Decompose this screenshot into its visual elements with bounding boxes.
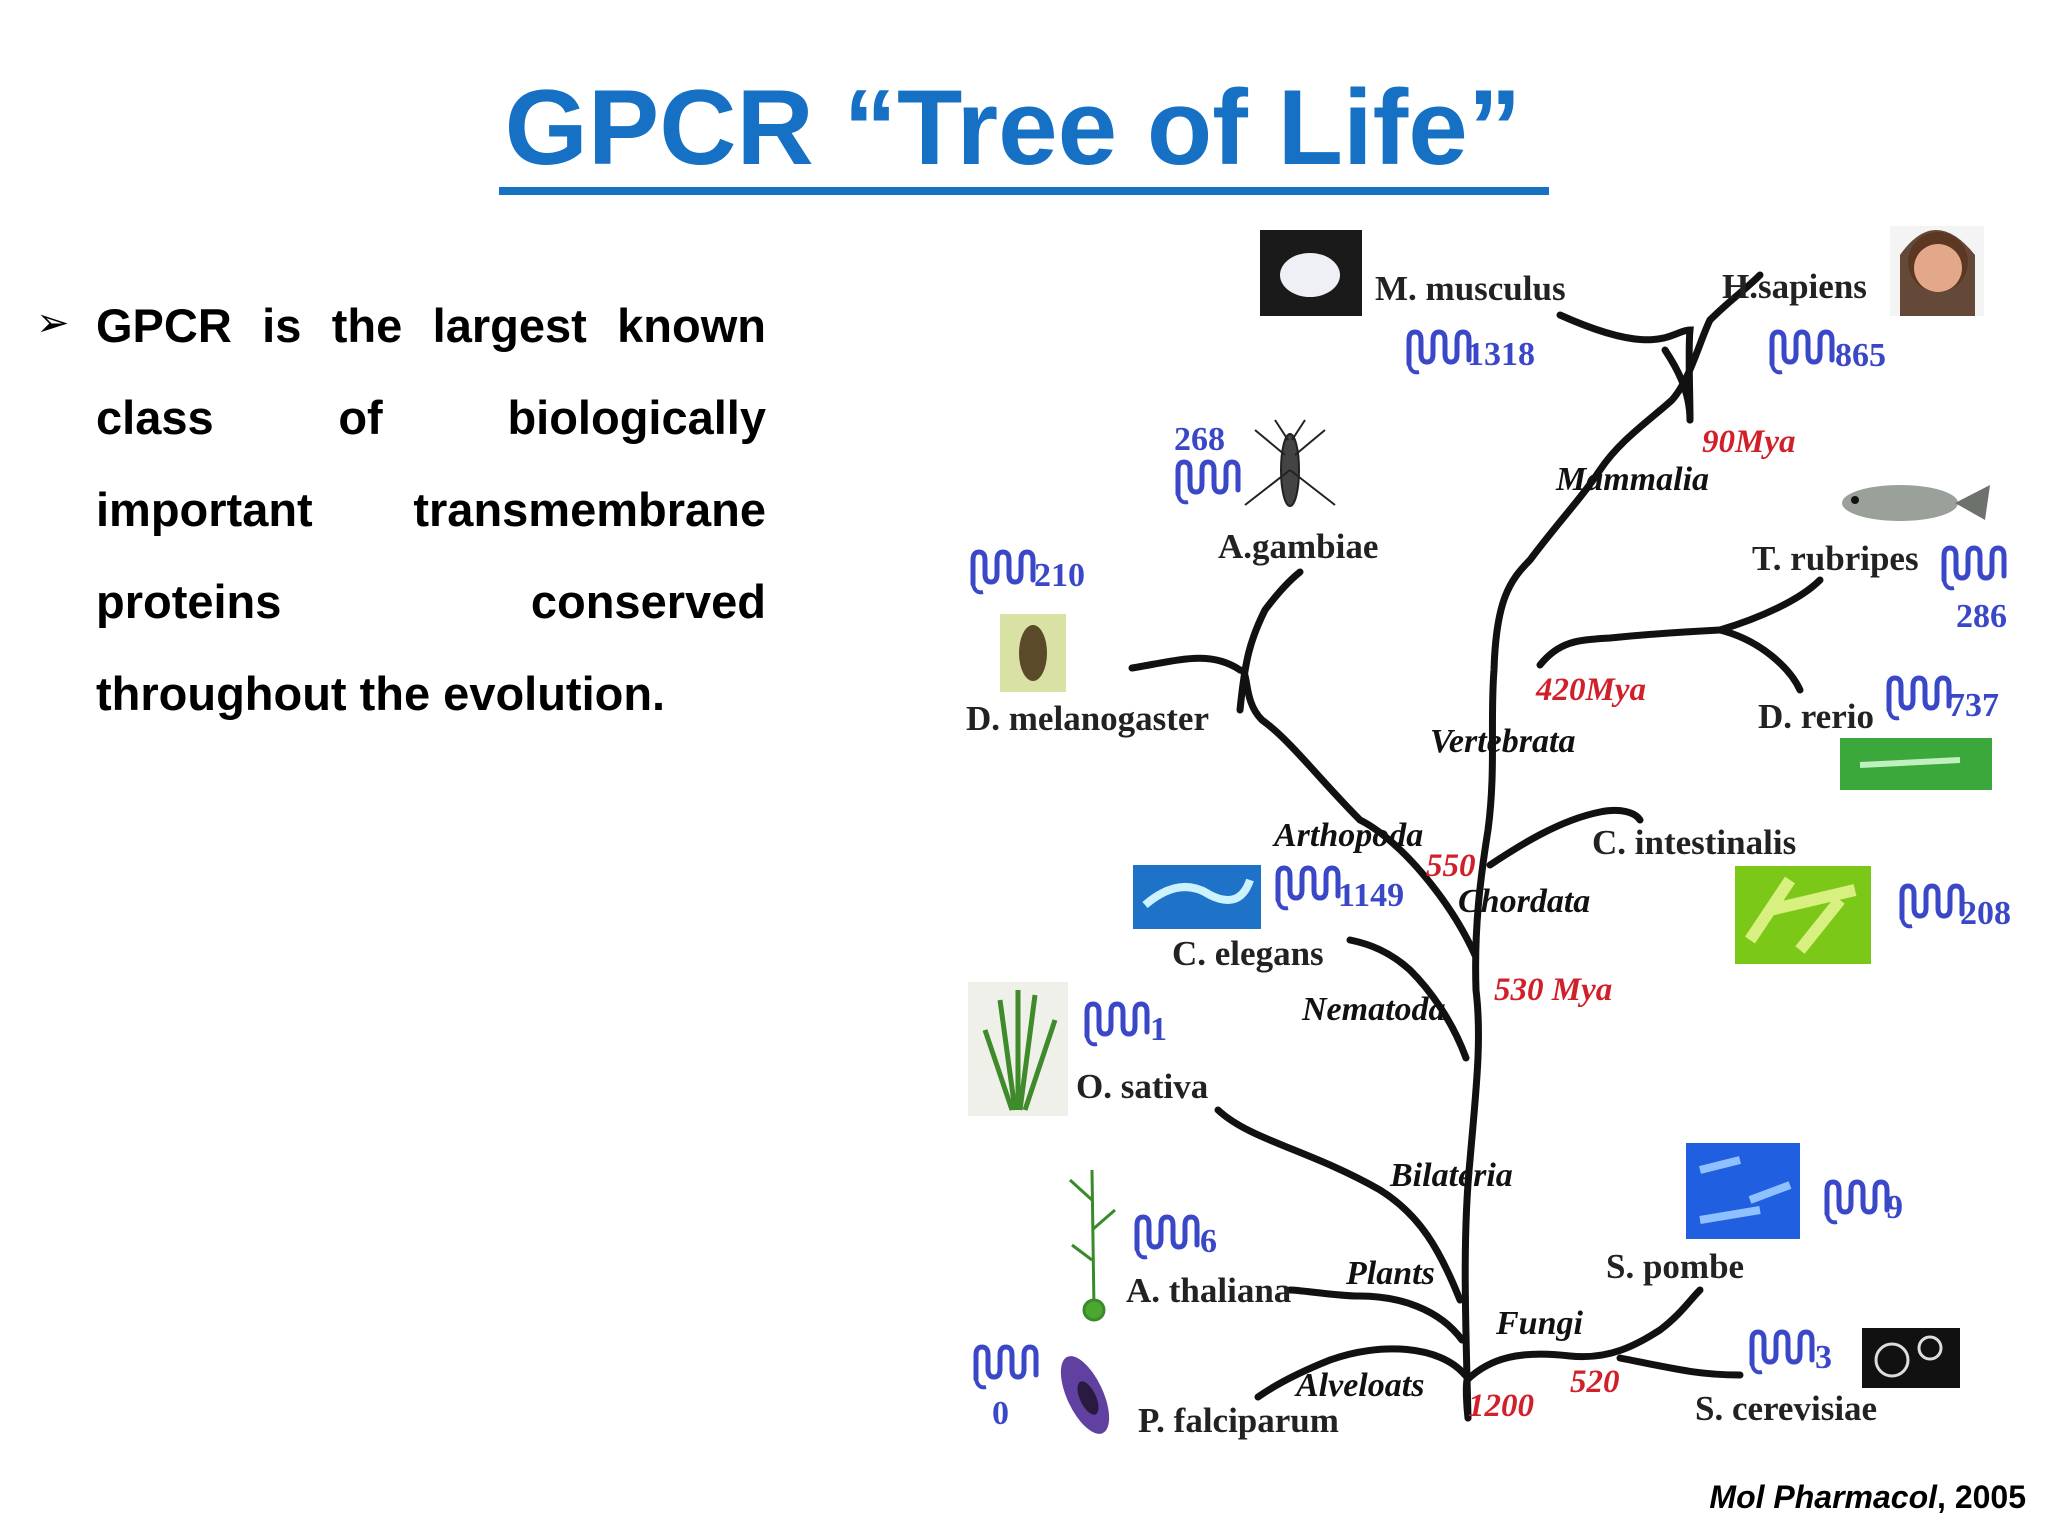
branch-root-split [1462, 1376, 1472, 1422]
branch-m-musculus [1556, 311, 1694, 424]
taxon-label: Bilateria [1389, 1157, 1513, 1194]
gpcr-count: 737 [1948, 687, 1999, 724]
gpcr-count: 9 [1886, 1189, 1903, 1226]
taxon-label: Mammalia [1555, 461, 1709, 498]
species-name: S. pombe [1606, 1247, 1744, 1286]
gpcr-icon [1944, 548, 2004, 588]
taxon-label: Fungi [1495, 1305, 1583, 1342]
gpcr-count: 0 [992, 1395, 1009, 1432]
species-name: C. intestinalis [1592, 823, 1796, 862]
gpcr-count: 1 [1150, 1011, 1167, 1048]
gpcr-icon [973, 552, 1033, 592]
gpcr-icon [1827, 1182, 1887, 1222]
gpcr-icon [976, 1347, 1036, 1387]
taxon-labels: Mammalia Vertebrata Arthopoda Chordata N… [1272, 461, 1709, 1404]
species-images [968, 226, 1992, 1434]
branch-h-sapiens [1706, 271, 1764, 324]
citation: Mol Pharmacol, 2005 [1709, 1479, 2026, 1516]
citation-year: , 2005 [1937, 1479, 2026, 1515]
taxon-label: Chordata [1458, 883, 1590, 920]
species-name: H.sapiens [1722, 267, 1867, 306]
species-name: D. melanogaster [966, 699, 1209, 738]
gpcr-icon [1278, 868, 1338, 908]
species-name: D. rerio [1758, 697, 1874, 736]
tree-branches [1128, 271, 1824, 1422]
divergence-time: 520 [1570, 1364, 1620, 1400]
branch-nematoda [1346, 936, 1470, 1062]
species-name: T. rubripes [1752, 539, 1919, 578]
gpcr-count: 865 [1835, 337, 1886, 374]
gpcr-icon [1137, 1217, 1197, 1257]
bullet-arrow-icon: ➢ [36, 300, 70, 346]
trunk [1461, 316, 1714, 1422]
bullet-text: GPCR is the largest known class of biolo… [96, 299, 766, 720]
gpcr-count: 208 [1960, 895, 2011, 932]
branch-plants [1286, 1286, 1466, 1344]
divergence-time: 90Mya [1702, 424, 1796, 460]
species-labels: M. musculus H.sapiens A.gambiae T. rubri… [966, 267, 1919, 1440]
species-name: O. sativa [1076, 1067, 1208, 1106]
gpcr-count-labels: 1318 865 268 286 210 737 208 1149 1 9 6 … [992, 336, 2011, 1432]
species-name: S. cerevisiae [1695, 1389, 1877, 1428]
gpcr-count: 210 [1034, 557, 1085, 594]
branch-bilateria [1214, 1106, 1464, 1304]
gpcr-icon [1409, 332, 1469, 372]
branch-a-gambiae [1236, 568, 1304, 714]
taxon-label: Vertebrata [1430, 723, 1575, 760]
slide-title-wrap: GPCR “Tree of Life” [0, 67, 2048, 195]
gpcr-count: 1149 [1338, 877, 1404, 914]
gpcr-count: 1318 [1467, 336, 1535, 373]
branch-fungi [1463, 1286, 1704, 1384]
branch-fish [1716, 576, 1824, 694]
branch-alveloats [1254, 1345, 1469, 1401]
gpcr-count: 286 [1956, 598, 2007, 635]
taxon-label: Arthopoda [1272, 817, 1423, 854]
divergence-time: 420Mya [1535, 672, 1646, 708]
slide-title: GPCR “Tree of Life” [498, 67, 1550, 195]
branch-s-cerevisiae [1616, 1354, 1744, 1379]
pufferfish-icon [1842, 485, 1990, 521]
arabidopsis-icon [1068, 1169, 1116, 1322]
branch-arthopoda [1128, 654, 1479, 959]
plasmodium-icon [1060, 1356, 1110, 1434]
divergence-time: 530 Mya [1494, 972, 1612, 1008]
species-name: A. thaliana [1126, 1271, 1291, 1310]
branch-vertebrata [1536, 626, 1724, 669]
gpcr-icon [1889, 678, 1949, 718]
taxon-label: Nematoda [1301, 991, 1446, 1028]
branch-mus-ext [1661, 346, 1694, 424]
citation-journal: Mol Pharmacol [1709, 1479, 1938, 1515]
species-name: A.gambiae [1218, 527, 1378, 566]
gpcr-icon [1902, 886, 1962, 926]
divergence-time: 550 [1426, 848, 1476, 884]
gpcr-count: 3 [1815, 1339, 1832, 1376]
branch-chordata [1486, 806, 1644, 869]
gpcr-icon [1178, 462, 1238, 502]
species-name: P. falciparum [1138, 1401, 1339, 1440]
budding-yeast-photo-icon [1862, 1328, 1960, 1388]
species-name: M. musculus [1375, 269, 1566, 308]
gpcr-icon [1772, 332, 1832, 372]
divergence-time: 1200 [1468, 1388, 1534, 1424]
gpcr-icon [1087, 1004, 1147, 1044]
divergence-labels: 90Mya 420Mya 550 530 Mya 1200 520 [1426, 424, 1796, 1424]
taxon-label: Alveloats [1294, 1367, 1424, 1404]
species-name: C. elegans [1172, 934, 1324, 973]
gpcr-count: 6 [1200, 1223, 1217, 1260]
gpcr-glyphs [973, 332, 2004, 1387]
gpcr-icon [1752, 1332, 1812, 1372]
mosquito-icon [1244, 419, 1336, 507]
taxon-label: Plants [1345, 1255, 1435, 1292]
gpcr-count: 268 [1174, 421, 1225, 458]
